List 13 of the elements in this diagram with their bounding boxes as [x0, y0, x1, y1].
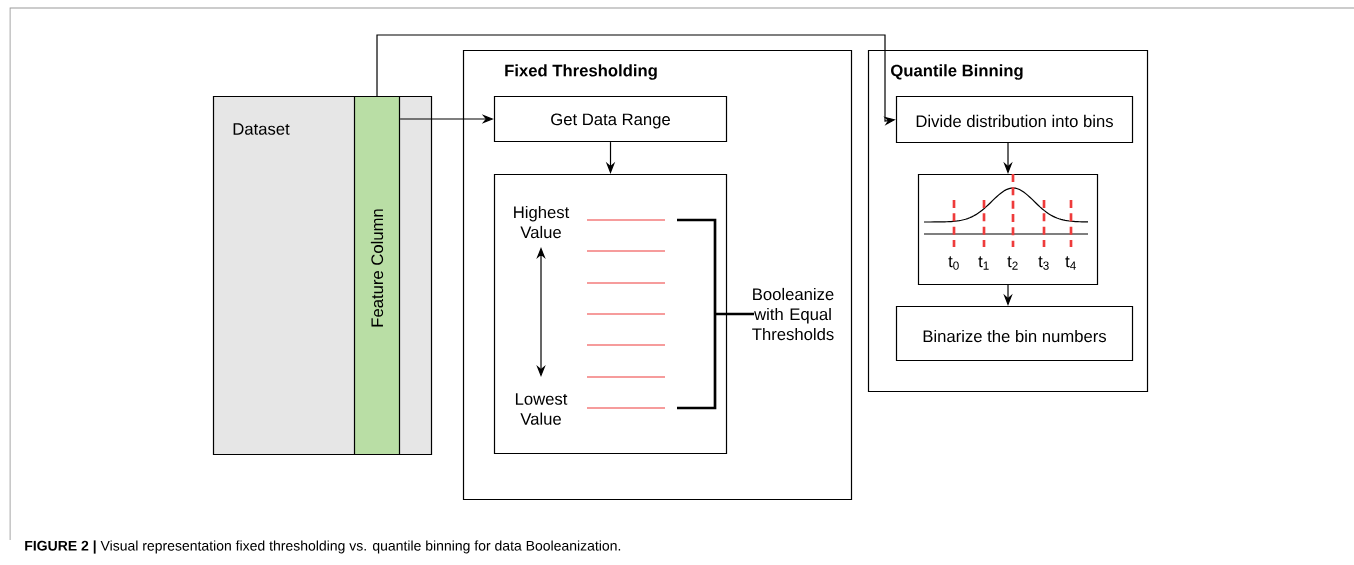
- process-box: Binarize the bin numbers: [895, 305, 1134, 362]
- threshold-label: t$_{2}$: [1007, 256, 1018, 270]
- feature-column: Feature Column: [353, 95, 401, 456]
- bracket-label: Booleanize with Equal Thresholds: [752, 287, 834, 341]
- threshold-label: t$_{3}$: [1038, 256, 1049, 270]
- threshold-box: Highest Value Lowest Value: [493, 173, 728, 455]
- process-box: Divide distribution into bins: [895, 95, 1134, 144]
- threshold-label: t$_{0}$: [948, 256, 959, 270]
- process-box: Get Data Range: [493, 95, 728, 143]
- caption: FIGURE 2 | Visual representation fixed thresholding vs. quantile binning for data Booleanization.: [25, 540, 621, 554]
- distribution-box: [917, 173, 1099, 286]
- threshold-label: t$_{4}$: [1065, 256, 1076, 270]
- threshold-label: t$_{1}$: [978, 256, 989, 270]
